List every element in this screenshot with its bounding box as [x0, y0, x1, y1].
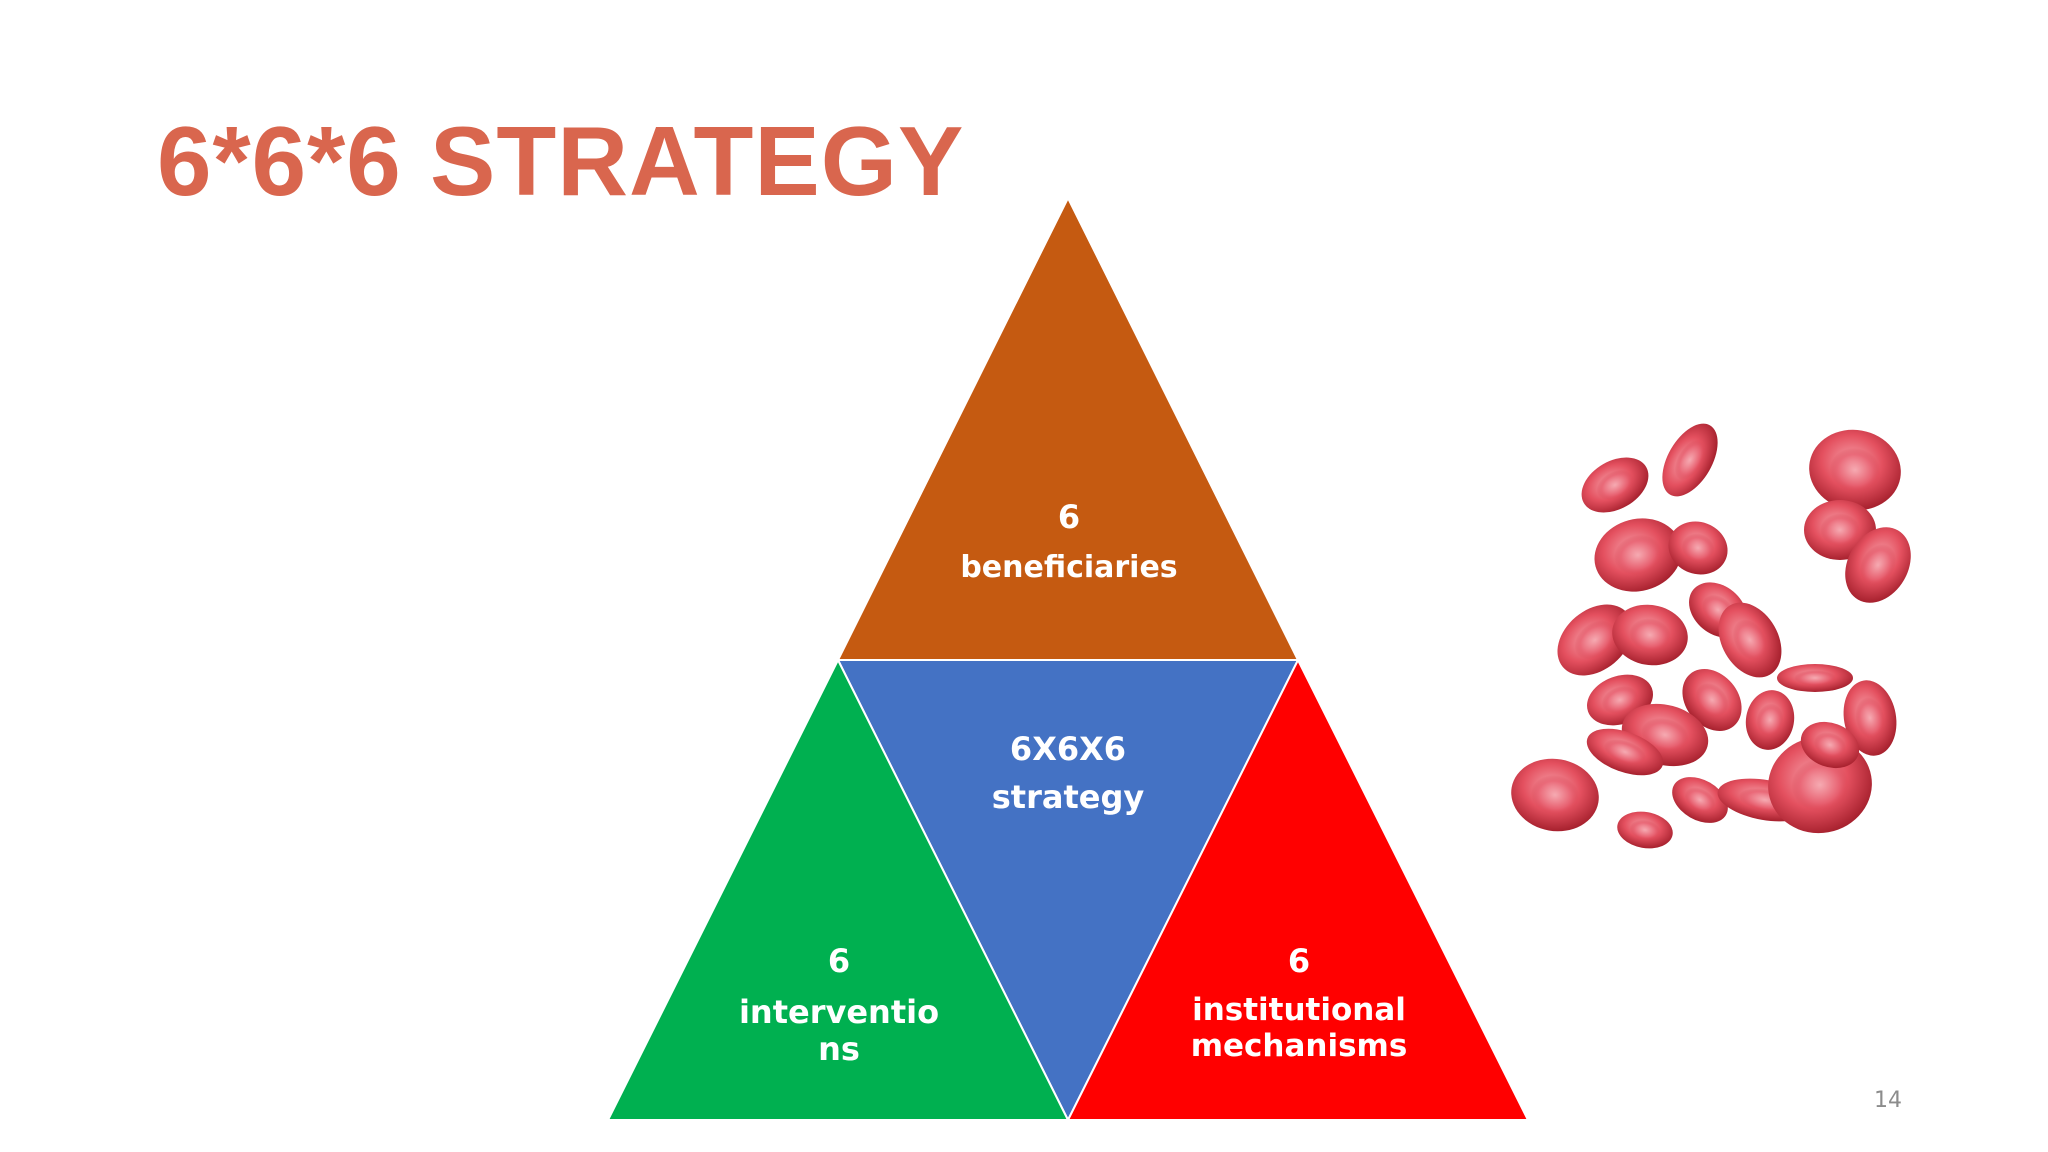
blood-cell	[1777, 664, 1853, 692]
blood-cell	[1718, 602, 1782, 678]
top-triangle-number: 6	[1058, 498, 1080, 536]
triangle-right-institutional-mechanisms	[1066, 657, 1530, 1121]
blood-cell	[1617, 811, 1673, 849]
red-blood-cells-icon	[1511, 423, 1911, 849]
top-triangle-label: beneficiaries	[960, 550, 1177, 585]
blood-cell	[1682, 669, 1742, 731]
left-triangle-label-line1: interventio	[739, 993, 939, 1031]
left-triangle-number: 6	[828, 942, 850, 980]
triangle-left-interventions	[606, 657, 1070, 1121]
blood-cell	[1745, 690, 1795, 750]
blood-cell	[1845, 527, 1911, 603]
blood-cell	[1594, 518, 1682, 592]
center-triangle-label: strategy	[992, 778, 1145, 816]
blood-cell	[1511, 758, 1599, 832]
blood-cell	[1809, 429, 1901, 511]
right-triangle-label-line1: institutional	[1192, 992, 1406, 1028]
triangle-top-beneficiaries	[836, 195, 1300, 661]
center-triangle-title: 6X6X6	[1010, 730, 1126, 768]
blood-cell	[1668, 521, 1728, 575]
right-triangle-number: 6	[1288, 942, 1310, 980]
page-number: 14	[1874, 1088, 1902, 1113]
slide-title: 6*6*6 STRATEGY	[157, 106, 965, 216]
blood-cell	[1672, 777, 1728, 823]
blood-cell	[1612, 604, 1688, 666]
blood-cell	[1843, 680, 1897, 756]
right-triangle-label-line2: mechanisms	[1191, 1028, 1408, 1064]
blood-cell	[1557, 604, 1633, 676]
blood-cell	[1586, 728, 1664, 776]
blood-cell	[1800, 721, 1860, 769]
blood-cell	[1581, 457, 1649, 513]
blood-cell	[1662, 423, 1718, 497]
left-triangle-label-line2: ns	[818, 1030, 860, 1068]
